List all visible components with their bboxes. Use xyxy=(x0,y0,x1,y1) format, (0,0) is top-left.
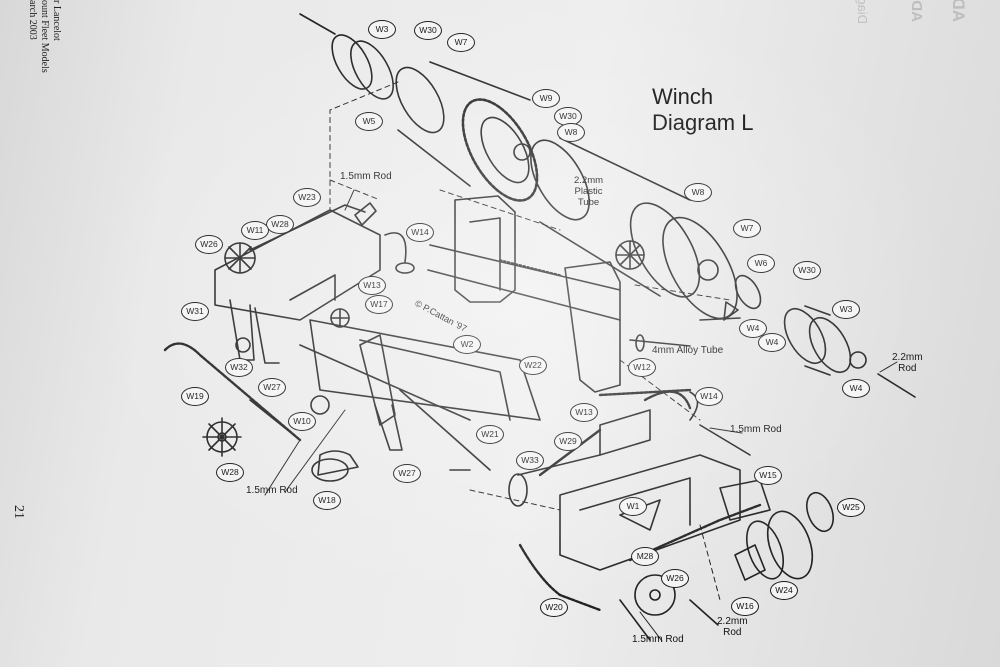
winch-frame xyxy=(299,195,691,471)
rod-label: 1.5mm Rod xyxy=(340,171,392,182)
right-shaft-assembly xyxy=(699,274,916,398)
part-badge: W6 xyxy=(747,254,775,273)
part-badge: W17 xyxy=(365,295,393,314)
part-badge: W30 xyxy=(414,21,442,40)
rod-22-label-line: 2.2mm xyxy=(717,616,748,627)
part-badge: W14 xyxy=(695,387,723,406)
part-badge: W27 xyxy=(258,378,286,397)
part-badge: W25 xyxy=(837,498,865,517)
part-badge: W10 xyxy=(288,412,316,431)
label-leader-lines xyxy=(264,189,898,642)
part-badge: W22 xyxy=(519,356,547,375)
plastic-tube-label: 2.2mm Plastic Tube xyxy=(574,175,603,208)
rod-22-label-line: Rod xyxy=(898,363,917,374)
plastic-tube-label-line: Plastic xyxy=(574,186,603,197)
plastic-tube-label-line: 2.2mm xyxy=(574,175,604,186)
part-badge: W21 xyxy=(476,425,504,444)
diagram-title-line: Winch xyxy=(652,84,714,109)
part-badge: W3 xyxy=(368,20,396,39)
part-badge: W27 xyxy=(393,464,421,483)
plastic-tube-label-line: Tube xyxy=(577,197,600,208)
part-badge: W3 xyxy=(832,300,860,319)
part-badge: W32 xyxy=(225,358,253,377)
rod-label: 1.5mm Rod xyxy=(632,634,684,645)
part-badge: W29 xyxy=(554,432,582,451)
part-badge: W7 xyxy=(447,33,475,52)
part-badge: W8 xyxy=(684,183,712,202)
part-badge: W31 xyxy=(181,302,209,321)
rod-22-label: 2.2mm Rod xyxy=(717,616,748,638)
part-badge: W4 xyxy=(739,319,767,338)
assembly-guide-lines xyxy=(329,81,731,601)
part-badge: W24 xyxy=(770,581,798,600)
part-badge: W9 xyxy=(532,89,560,108)
part-badge: W28 xyxy=(216,463,244,482)
part-badge: W28 xyxy=(266,215,294,234)
part-badge: W2 xyxy=(453,335,481,354)
part-badge: W18 xyxy=(313,491,341,510)
diagram-title-line: Diagram L xyxy=(652,110,754,135)
part-badge: W19 xyxy=(181,387,209,406)
part-badge: W14 xyxy=(406,223,434,242)
part-badge: W33 xyxy=(516,451,544,470)
alloy-tube-label: 4mm Alloy Tube xyxy=(652,345,724,356)
part-badge: W30 xyxy=(793,261,821,280)
rod-22-label-line: 2.2mm xyxy=(892,352,923,363)
diagram-title: Winch Diagram L xyxy=(652,84,753,136)
part-badge: W5 xyxy=(355,112,383,131)
part-badge: W13 xyxy=(570,403,598,422)
part-badge: W4 xyxy=(842,379,870,398)
part-badge: W20 xyxy=(540,598,568,617)
part-badge: W8 xyxy=(557,123,585,142)
ship-wheel xyxy=(202,417,242,457)
part-badge: W13 xyxy=(358,276,386,295)
rod-label: 1.5mm Rod xyxy=(730,424,782,435)
part-badge: W26 xyxy=(195,235,223,254)
rod-22-label-line: Rod xyxy=(723,627,742,638)
part-badge: W16 xyxy=(731,597,759,616)
rod-22-label: 2.2mm Rod xyxy=(892,352,923,374)
part-badge: W7 xyxy=(733,219,761,238)
part-badge: W1 xyxy=(619,497,647,516)
part-badge: W12 xyxy=(628,358,656,377)
part-badge: M28 xyxy=(631,547,659,566)
part-badge: W4 xyxy=(758,333,786,352)
winch-drum xyxy=(299,13,738,320)
rod-label: 1.5mm Rod xyxy=(246,485,298,496)
part-badge: W23 xyxy=(293,188,321,207)
part-badge: W11 xyxy=(241,221,269,240)
part-badge: W26 xyxy=(661,569,689,588)
part-badge: W15 xyxy=(754,466,782,485)
left-gear-block xyxy=(214,202,415,482)
